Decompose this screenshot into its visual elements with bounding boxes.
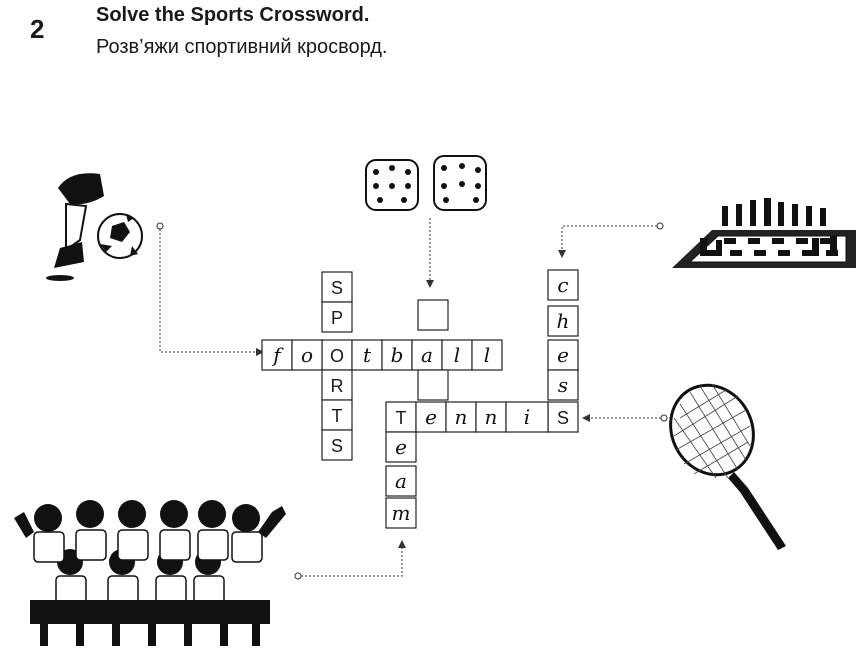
cell-team-3: a <box>385 465 417 497</box>
cell-letter: P <box>331 308 343 328</box>
cell-letter: m <box>392 501 411 525</box>
cell-football-4: t <box>351 339 383 371</box>
crossword-grid: S P O R T S f o t b a l l c h e s S T e … <box>261 269 579 529</box>
cell-chess-2: h <box>547 305 579 337</box>
cell-dice-3 <box>417 369 449 401</box>
cell-letter: n <box>455 405 468 429</box>
chessboard-icon <box>672 198 856 268</box>
tennis-racket-icon <box>669 383 786 550</box>
cell-football-2: o <box>291 339 323 371</box>
team-pointer-dot <box>294 572 302 580</box>
pointer-lines <box>156 218 668 580</box>
cell-letter: l <box>454 343 460 367</box>
cell-chess-5: S <box>547 401 579 433</box>
cell-tennis-2: e <box>415 401 447 433</box>
cell-sports-3: O <box>321 339 353 371</box>
soccer-kick-icon <box>46 173 143 281</box>
cell-letter: e <box>557 343 569 367</box>
cell-chess-4: s <box>547 369 579 401</box>
cell-letter: i <box>524 405 530 429</box>
cell-sports-6: S <box>321 429 353 461</box>
cell-sports-1: S <box>321 271 353 303</box>
cell-letter: T <box>396 408 407 428</box>
team-photo-icon <box>14 500 286 646</box>
cell-letter: h <box>557 309 570 333</box>
cell-letter: S <box>331 278 343 298</box>
cell-letter: S <box>557 408 569 428</box>
cell-letter: S <box>331 436 343 456</box>
chess-pointer-dot <box>656 222 664 230</box>
cell-football-5: b <box>381 339 413 371</box>
cell-chess-1: c <box>547 269 579 301</box>
cell-tennis-4: n <box>475 401 507 433</box>
team-pointer <box>301 548 403 577</box>
cell-letter: o <box>301 343 313 367</box>
cell-letter: s <box>558 373 568 397</box>
task-number: 2 <box>30 14 45 44</box>
football-pointer <box>159 229 256 353</box>
task-title: Solve the Sports Crossword. <box>96 4 370 26</box>
task-subtitle: Розв’яжи спортивний кросворд. <box>96 36 388 58</box>
cell-letter: O <box>330 346 344 366</box>
cell-letter: a <box>395 469 407 493</box>
cell-letter: e <box>425 405 437 429</box>
cell-tennis-5: i <box>505 401 549 433</box>
cell-tennis-3: n <box>445 401 477 433</box>
cell-letter: R <box>331 376 344 396</box>
cell-sports-4: R <box>321 369 353 401</box>
cell-tennis-1: T <box>385 401 417 433</box>
cell-dice-1 <box>417 299 449 331</box>
cell-letter: c <box>557 273 568 297</box>
dice-icon <box>365 155 487 211</box>
chess-pointer <box>561 225 657 250</box>
cell-sports-5: T <box>321 399 353 431</box>
cell-team-4: m <box>385 497 417 529</box>
cell-letter: b <box>391 343 404 367</box>
cell-football-8: l <box>471 339 503 371</box>
cell-letter: a <box>421 343 433 367</box>
cell-chess-3: e <box>547 339 579 371</box>
cell-team-2: e <box>385 431 417 463</box>
cell-football-6: a <box>411 339 443 371</box>
cell-letter: l <box>484 343 490 367</box>
cell-football-7: l <box>441 339 473 371</box>
cell-sports-2: P <box>321 301 353 333</box>
cell-letter: T <box>332 406 343 426</box>
football-pointer-dot <box>156 222 164 230</box>
cell-letter: e <box>395 435 407 459</box>
cell-letter: n <box>485 405 498 429</box>
cell-football-1: f <box>261 339 293 371</box>
cell-letter: t <box>363 343 372 367</box>
tennis-pointer-dot <box>660 414 668 422</box>
